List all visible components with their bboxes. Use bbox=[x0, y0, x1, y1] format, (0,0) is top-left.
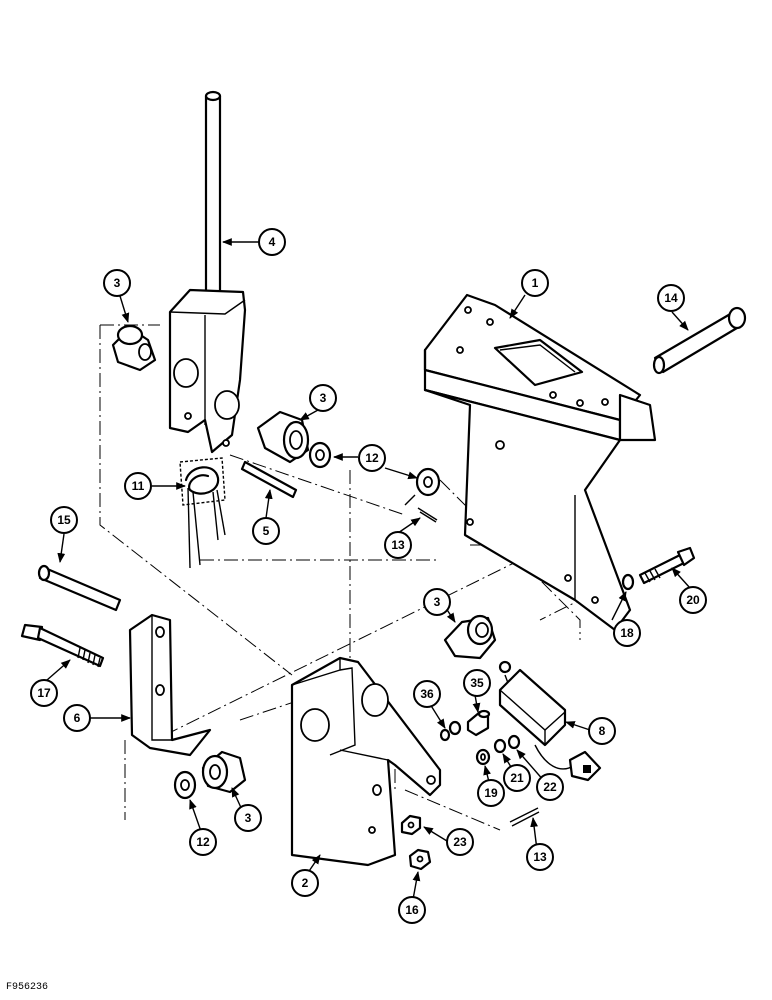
svg-text:15: 15 bbox=[57, 513, 71, 527]
callout-35: 35 bbox=[463, 669, 491, 697]
figure-id-label: F956236 bbox=[6, 982, 49, 993]
svg-text:12: 12 bbox=[196, 835, 210, 849]
nut-part-16 bbox=[408, 848, 432, 871]
bushing-part-3-bottom bbox=[201, 750, 247, 794]
washer-part-21 bbox=[493, 738, 507, 754]
pin-part-5 bbox=[240, 460, 298, 499]
callout-15: 15 bbox=[50, 506, 78, 534]
callout-17: 17 bbox=[30, 679, 58, 707]
svg-text:12: 12 bbox=[365, 451, 379, 465]
svg-text:4: 4 bbox=[269, 235, 276, 249]
bushing-part-3-middle bbox=[256, 410, 310, 464]
svg-text:23: 23 bbox=[453, 835, 467, 849]
spring-part-11 bbox=[179, 457, 226, 569]
callout-5: 5 bbox=[252, 517, 280, 545]
mounting-bracket-part-1 bbox=[423, 293, 657, 632]
callout-8: 8 bbox=[588, 717, 616, 745]
washer-part-12-upper bbox=[308, 441, 332, 469]
svg-text:21: 21 bbox=[510, 771, 524, 785]
callout-3-top-left: 3 bbox=[103, 269, 131, 297]
svg-text:11: 11 bbox=[132, 479, 145, 493]
svg-text:18: 18 bbox=[620, 626, 634, 640]
callout-13-lower: 13 bbox=[526, 843, 554, 871]
callout-16: 16 bbox=[398, 896, 426, 924]
bolt-part-20 bbox=[638, 546, 696, 585]
svg-text:16: 16 bbox=[405, 903, 419, 917]
svg-text:8: 8 bbox=[599, 724, 606, 738]
svg-text:22: 22 bbox=[543, 780, 557, 794]
callout-2: 2 bbox=[291, 869, 319, 897]
callout-3-middle: 3 bbox=[309, 384, 337, 412]
svg-text:19: 19 bbox=[484, 786, 498, 800]
svg-text:2: 2 bbox=[302, 876, 309, 890]
callout-11: 11 bbox=[124, 472, 152, 500]
bushing-part-3-right bbox=[443, 614, 497, 660]
svg-text:20: 20 bbox=[686, 593, 700, 607]
bracket-part-6 bbox=[128, 613, 212, 757]
callout-20: 20 bbox=[679, 586, 707, 614]
callout-12-lower: 12 bbox=[189, 828, 217, 856]
svg-text:13: 13 bbox=[533, 850, 547, 864]
washer-part-36 bbox=[439, 720, 462, 742]
pin-part-14 bbox=[652, 306, 747, 375]
callout-22: 22 bbox=[536, 773, 564, 801]
svg-text:3: 3 bbox=[114, 276, 121, 290]
cotter-pin-part-13-lower bbox=[509, 807, 540, 827]
nut-part-23 bbox=[400, 814, 422, 836]
svg-text:36: 36 bbox=[420, 687, 434, 701]
pin-part-15 bbox=[37, 564, 122, 612]
callout-23: 23 bbox=[446, 828, 474, 856]
callout-3-bottom: 3 bbox=[234, 804, 262, 832]
callout-19: 19 bbox=[477, 779, 505, 807]
svg-text:3: 3 bbox=[434, 595, 441, 609]
spacer-part-35 bbox=[466, 709, 491, 737]
lever-part-4 bbox=[168, 90, 247, 454]
callout-4: 4 bbox=[258, 228, 286, 256]
svg-text:17: 17 bbox=[37, 686, 51, 700]
svg-text:14: 14 bbox=[664, 291, 678, 305]
svg-text:3: 3 bbox=[245, 811, 252, 825]
callout-21: 21 bbox=[503, 764, 531, 792]
cotter-pin-part-13-upper bbox=[404, 494, 438, 523]
svg-text:35: 35 bbox=[470, 676, 484, 690]
callout-36: 36 bbox=[413, 680, 441, 708]
callout-13-upper: 13 bbox=[384, 531, 412, 559]
svg-text:1: 1 bbox=[532, 276, 539, 290]
svg-text:3: 3 bbox=[320, 391, 327, 405]
washer-part-12-right bbox=[415, 467, 441, 497]
washer-part-18 bbox=[621, 573, 635, 591]
callout-1: 1 bbox=[521, 269, 549, 297]
switch-part-8 bbox=[498, 660, 602, 782]
bushing-part-3-top-left bbox=[111, 324, 157, 372]
nut-part-19 bbox=[475, 748, 491, 766]
callout-3-right: 3 bbox=[423, 588, 451, 616]
callout-6: 6 bbox=[63, 704, 91, 732]
svg-text:5: 5 bbox=[263, 524, 270, 538]
callout-14: 14 bbox=[657, 284, 685, 312]
main-bracket-part-2 bbox=[290, 656, 442, 867]
callout-18: 18 bbox=[613, 619, 641, 647]
callout-12-upper: 12 bbox=[358, 444, 386, 472]
svg-text:13: 13 bbox=[391, 538, 405, 552]
washer-part-12-lower bbox=[173, 770, 197, 800]
washer-part-22 bbox=[507, 734, 521, 750]
bolt-part-17 bbox=[20, 623, 105, 668]
svg-text:6: 6 bbox=[74, 711, 81, 725]
